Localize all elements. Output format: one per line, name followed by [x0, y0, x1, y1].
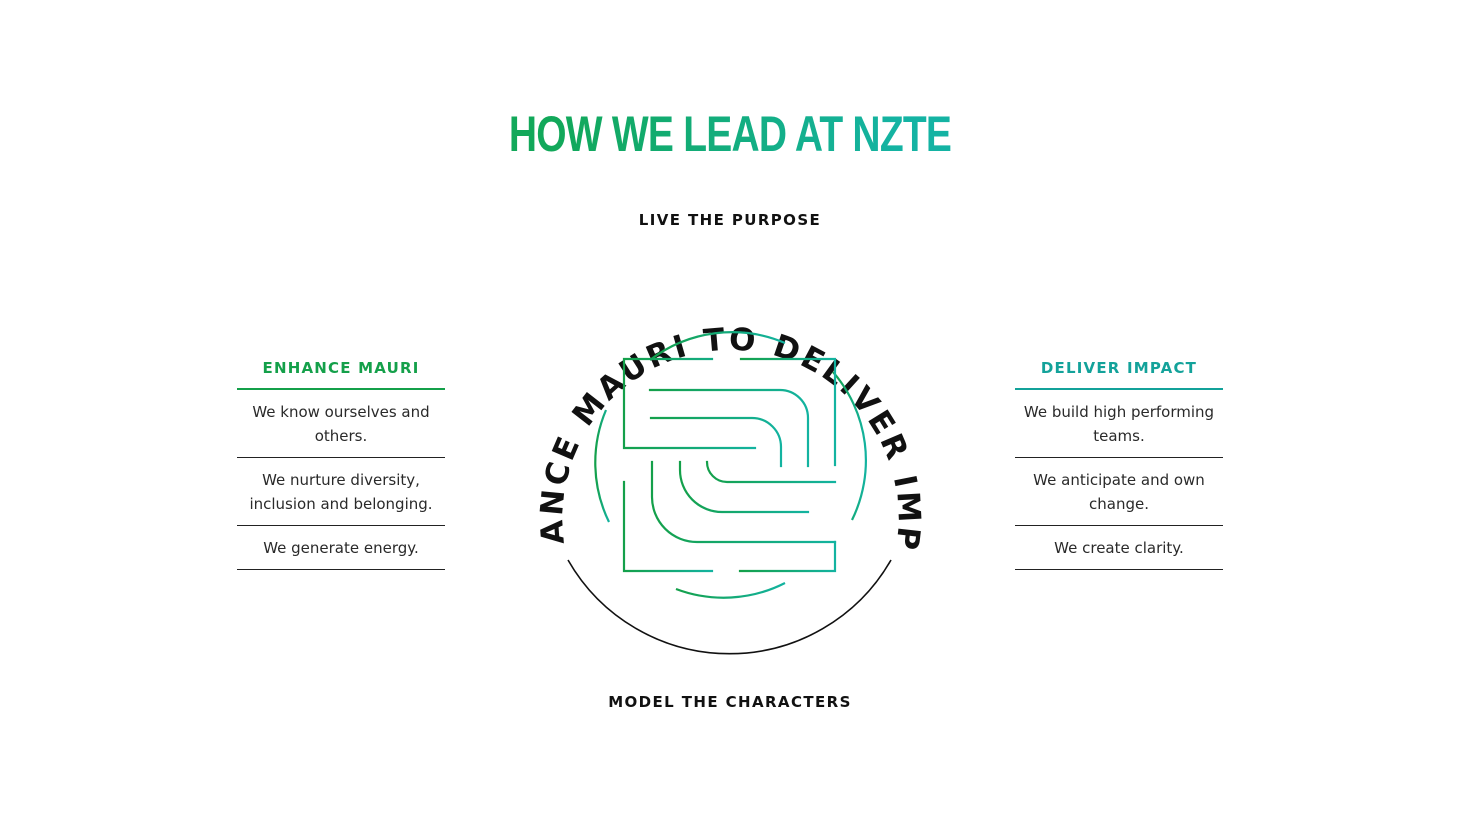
list-item: We build high performing teams.: [1015, 390, 1223, 458]
bottom-arc: [567, 559, 892, 655]
arc-motto-textpath: ENHANCE MAURI TO DELIVER IMPACT: [530, 258, 924, 552]
deliver-impact-panel: DELIVER IMPACT We build high performing …: [1015, 356, 1223, 570]
nzte-maze-emblem-icon: ENHANCE MAURI TO DELIVER IMPACT: [530, 258, 927, 655]
page-title: HOW WE LEAD AT NZTE: [161, 104, 1300, 164]
maze-inner-lines: [622, 357, 837, 573]
enhance-mauri-heading: ENHANCE MAURI: [237, 356, 445, 390]
maze-outer-ring: [594, 331, 867, 599]
model-the-characters-label: MODEL THE CHARACTERS: [608, 693, 852, 711]
deliver-impact-heading: DELIVER IMPACT: [1015, 356, 1223, 390]
arc-motto-text: ENHANCE MAURI TO DELIVER IMPACT: [530, 258, 927, 552]
list-item: We generate energy.: [237, 526, 445, 570]
list-item: We anticipate and own change.: [1015, 458, 1223, 526]
list-item: We create clarity.: [1015, 526, 1223, 570]
list-item: We know ourselves and others.: [237, 390, 445, 458]
enhance-mauri-panel: ENHANCE MAURI We know ourselves and othe…: [237, 356, 445, 570]
live-the-purpose-label: LIVE THE PURPOSE: [638, 211, 822, 229]
list-item: We nurture diversity, inclusion and belo…: [237, 458, 445, 526]
